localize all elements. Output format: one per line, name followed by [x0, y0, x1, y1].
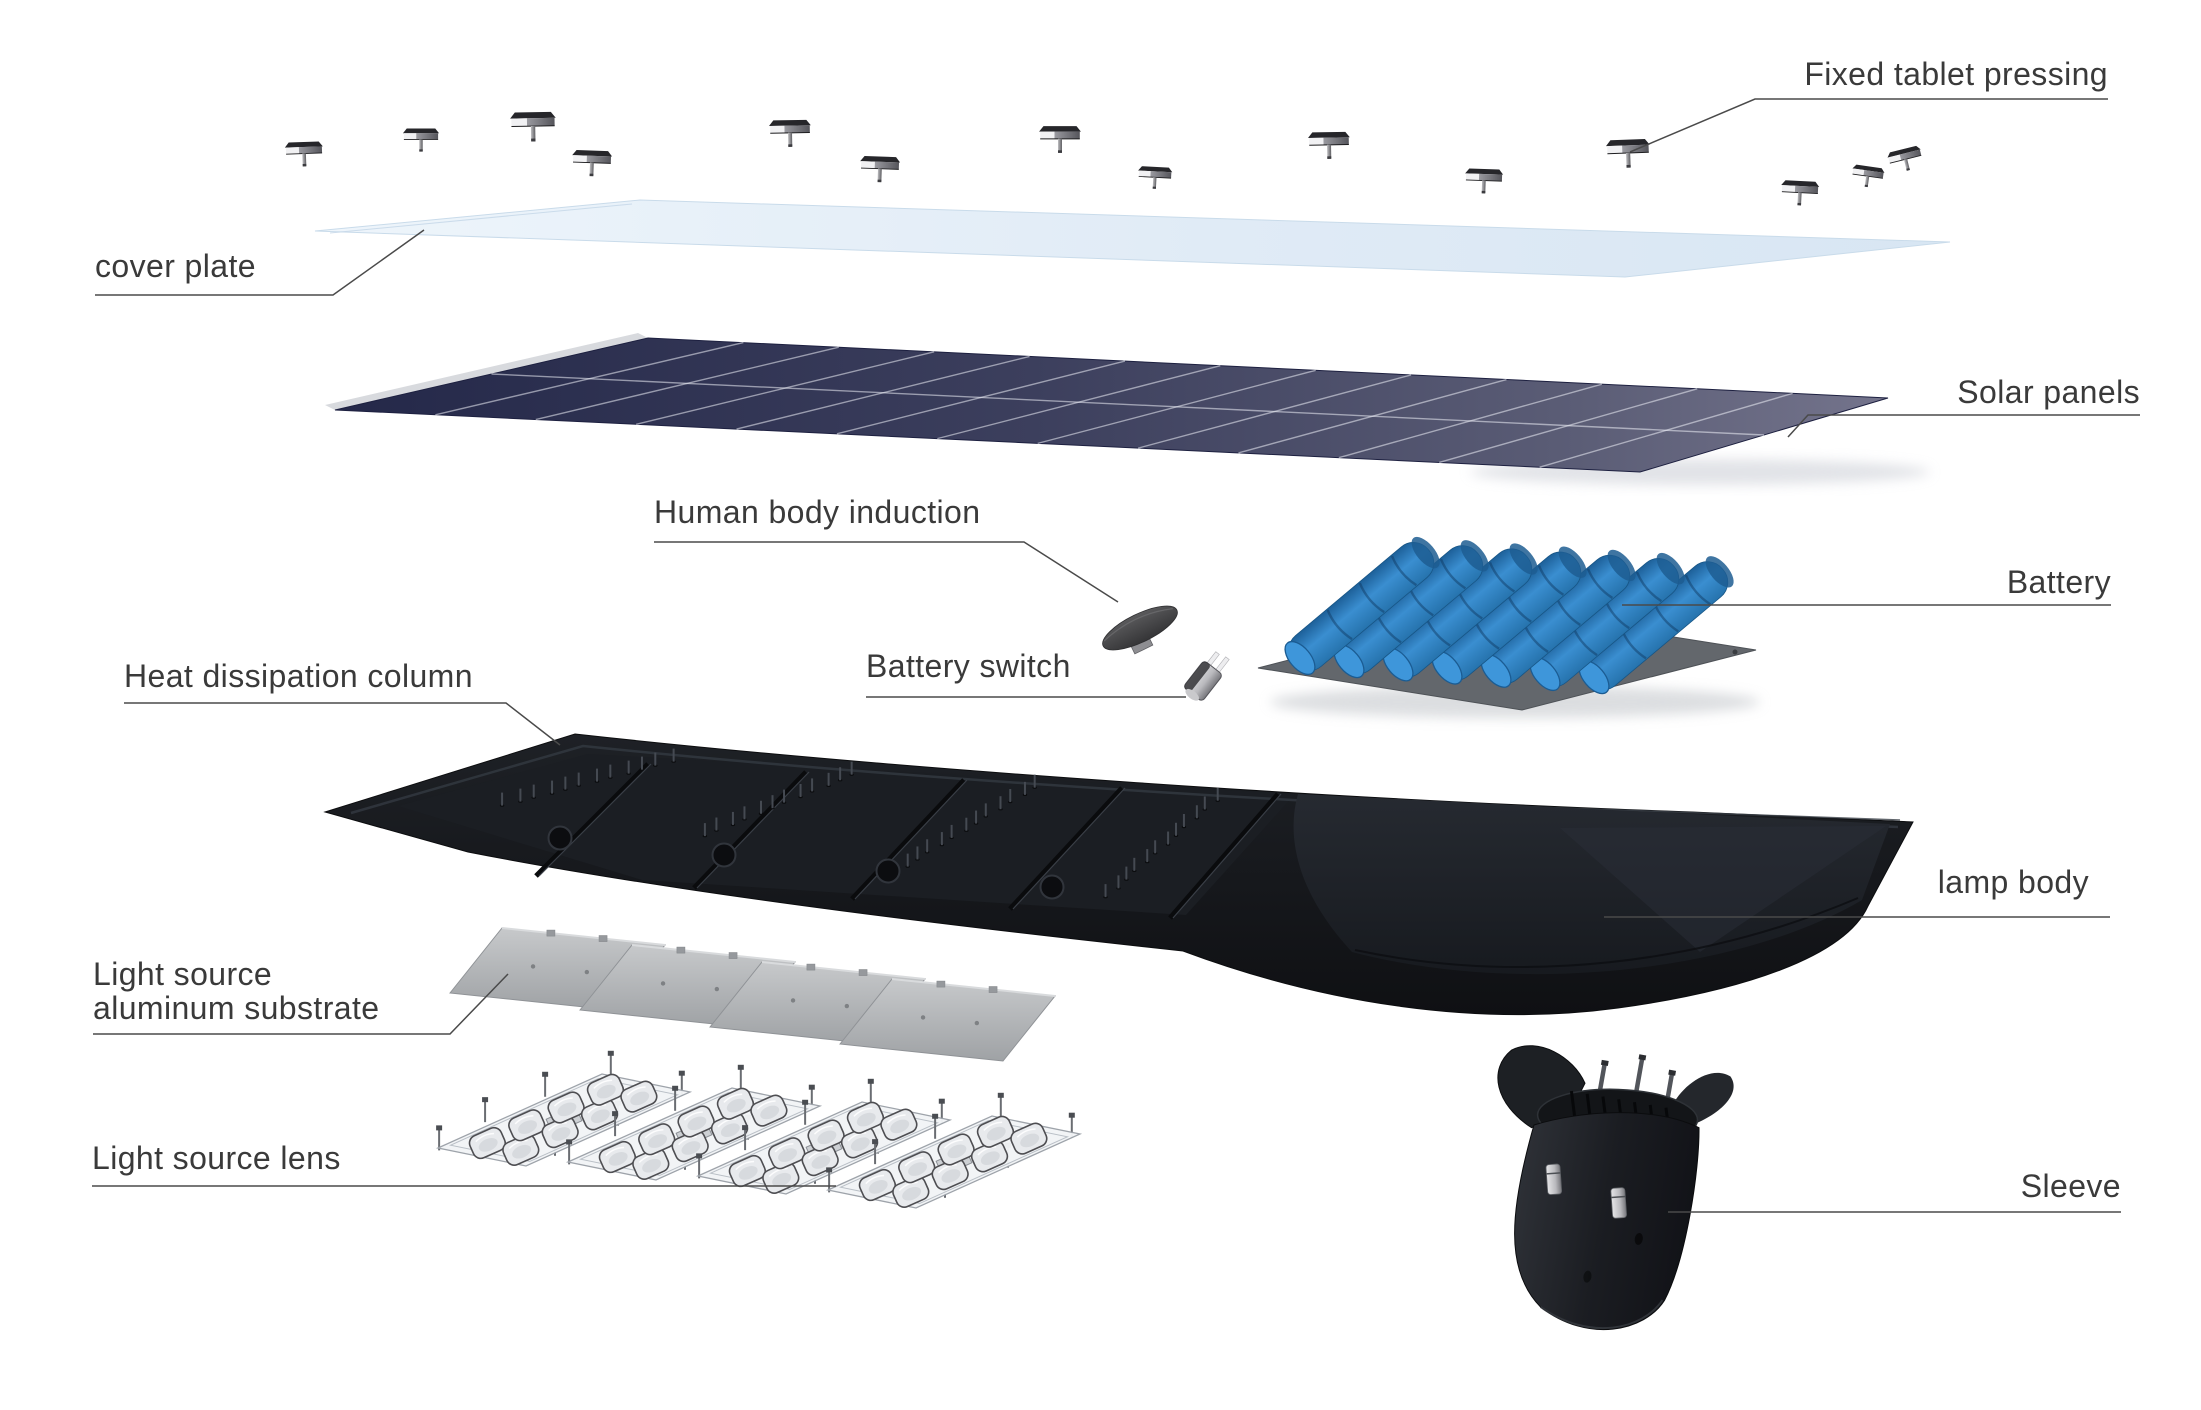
lens: [468, 1126, 507, 1160]
leader-lines: [92, 98, 2140, 1213]
fixed-clip: [1465, 168, 1504, 194]
fixed-clip: [769, 119, 811, 147]
lens: [880, 1108, 918, 1141]
heat-dissipation-pins: [499, 748, 1220, 899]
lens: [716, 1087, 755, 1120]
lens: [508, 1109, 546, 1142]
fixed-tablet-pressing-clips: [284, 111, 1922, 206]
fixed-clip: [1852, 164, 1885, 188]
lens-module: [565, 1064, 823, 1181]
lens: [846, 1101, 885, 1134]
fixed-clip: [572, 150, 613, 177]
lens: [898, 1151, 936, 1184]
lens: [620, 1080, 658, 1113]
lens: [586, 1073, 625, 1106]
aluminum-substrate: [839, 978, 1056, 1062]
solar-cell-grid: [435, 341, 1793, 468]
metal-peg: [1545, 1163, 1563, 1195]
boss: [1039, 874, 1065, 900]
cover-plate: [314, 199, 1951, 278]
lens: [892, 1175, 930, 1208]
fixed-clip: [1039, 126, 1081, 153]
divider: [534, 762, 650, 878]
aluminum-substrates: [449, 927, 1056, 1062]
lens: [931, 1158, 969, 1191]
boss: [875, 858, 901, 884]
lens: [1010, 1122, 1048, 1155]
fixed-clip: [1887, 145, 1922, 171]
fixed-clip: [1606, 139, 1650, 168]
lens: [547, 1091, 585, 1124]
battery-cell: [1431, 546, 1587, 685]
human-body-induction-sensor: [1102, 605, 1178, 655]
divider: [850, 778, 966, 901]
lamp-body: [323, 733, 1914, 1016]
fixed-tablet-pressing-leader: [1629, 98, 2108, 153]
fixed-clip: [402, 128, 440, 152]
battery-cell: [1578, 556, 1734, 695]
diagram-art: [92, 98, 2140, 1330]
solar-panels-leader: [1787, 414, 2140, 438]
battery-pack: [1257, 536, 1760, 718]
lens: [840, 1126, 879, 1159]
sleeve-fin: [1569, 1090, 1577, 1119]
lamp-body-floor: [398, 754, 1295, 915]
lens: [502, 1133, 540, 1166]
metal-peg: [1610, 1187, 1627, 1219]
lens: [580, 1098, 619, 1131]
fixed-clip: [510, 111, 556, 142]
battery-cell: [1333, 540, 1489, 679]
lens: [937, 1133, 975, 1166]
lens: [677, 1105, 715, 1138]
aluminum-substrate-leader: [93, 973, 509, 1035]
lens: [970, 1140, 1009, 1173]
cover-plate-leader: [95, 229, 425, 296]
battery-cell: [1284, 536, 1440, 676]
lens: [807, 1119, 845, 1152]
lens: [768, 1137, 806, 1170]
battery-switch-part: [1184, 651, 1230, 701]
divider: [1168, 792, 1280, 920]
lens-modules: [435, 1050, 1083, 1209]
boss: [547, 825, 573, 851]
human-body-induction-leader: [654, 541, 1119, 603]
solar-panel: [325, 333, 1930, 485]
lens: [728, 1154, 767, 1188]
divider: [1008, 786, 1124, 911]
lens: [638, 1123, 676, 1156]
fixed-clip: [1308, 131, 1350, 159]
fixed-clip: [860, 156, 901, 183]
lens: [598, 1140, 637, 1174]
sleeve-part: [1497, 1045, 1734, 1330]
lens: [976, 1115, 1015, 1148]
divider: [692, 770, 808, 890]
lens-module: [825, 1092, 1083, 1209]
boss: [711, 842, 737, 868]
lens: [858, 1168, 897, 1202]
lens: [750, 1094, 788, 1127]
fixed-clip: [1781, 180, 1820, 206]
fixed-clip: [284, 141, 323, 167]
fixed-clip: [1138, 166, 1173, 189]
battery-cell: [1382, 543, 1538, 682]
lens-module: [435, 1050, 693, 1167]
lens: [671, 1130, 709, 1163]
heat-dissipation-column-leader: [124, 702, 561, 746]
